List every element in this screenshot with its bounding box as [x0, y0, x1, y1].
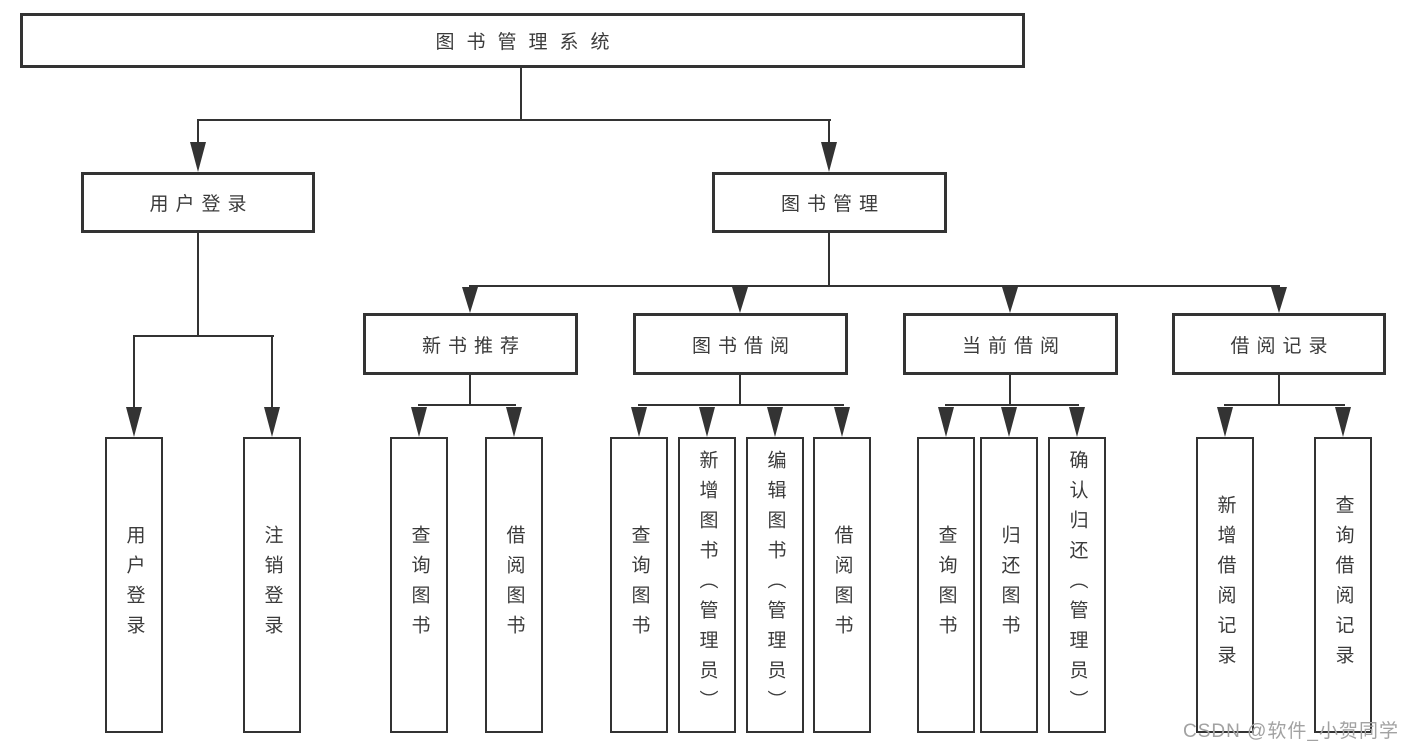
node-label: 查询图书 [935, 525, 957, 645]
node-label: 图书管理系统 [435, 32, 622, 53]
arrowhead-down-icon [938, 407, 954, 437]
connector-current-stem [1009, 375, 1011, 406]
connector-manage-stem [828, 233, 830, 287]
node-borrow-edit-books-admin: 编辑图书（管理员） [746, 437, 804, 733]
arrowhead-down-icon [1002, 287, 1018, 313]
connector-root-stem [520, 68, 522, 121]
node-label: 新增借阅记录 [1214, 495, 1236, 675]
node-user-login-action: 用户登录 [105, 437, 163, 733]
node-label: 注销登录 [261, 525, 283, 645]
node-borrow-add-books-admin: 新增图书（管理员） [678, 437, 736, 733]
connector-borrow-rail [638, 404, 844, 406]
node-user-login: 用户登录 [81, 172, 315, 233]
node-label: 图书借阅 [691, 335, 796, 357]
arrowhead-down-icon [834, 407, 850, 437]
arrowhead-down-icon [699, 407, 715, 437]
connector-level1-rail [197, 119, 831, 121]
node-current-query-books: 查询图书 [917, 437, 975, 733]
csdn-watermark: CSDN @软件_小贺同学 [1183, 721, 1399, 742]
connector-login-rail [133, 335, 274, 337]
node-label: 借阅图书 [831, 525, 853, 645]
arrowhead-down-icon [126, 407, 142, 437]
arrowhead-down-icon [821, 142, 837, 172]
connector-borrow-stem [739, 375, 741, 406]
node-label: 编辑图书（管理员） [764, 450, 786, 720]
node-label: 确认归还（管理员） [1066, 450, 1088, 720]
arrowhead-down-icon [190, 142, 206, 172]
arrowhead-down-icon [1217, 407, 1233, 437]
node-library-management-system: 图书管理系统 [20, 13, 1025, 68]
arrowhead-down-icon [506, 407, 522, 437]
connector-level1-drop-left [197, 119, 199, 144]
node-current-return-books: 归还图书 [980, 437, 1038, 733]
arrowhead-down-icon [462, 287, 478, 313]
connector-records-stem [1278, 375, 1280, 406]
node-records-add-record: 新增借阅记录 [1196, 437, 1254, 733]
node-new-book-recommend: 新书推荐 [363, 313, 578, 375]
connector-login-drop-left [133, 335, 135, 409]
arrowhead-down-icon [1069, 407, 1085, 437]
node-recommend-query-books: 查询图书 [390, 437, 448, 733]
connector-current-rail [945, 404, 1079, 406]
node-borrow-query-books: 查询图书 [610, 437, 668, 733]
node-recommend-borrow-books: 借阅图书 [485, 437, 543, 733]
node-label: 查询图书 [628, 525, 650, 645]
node-label: 当前借阅 [961, 335, 1066, 357]
node-label: 查询图书 [408, 525, 430, 645]
node-label: 新增图书（管理员） [696, 450, 718, 720]
node-book-borrow: 图书借阅 [633, 313, 848, 375]
node-book-management: 图书管理 [712, 172, 947, 233]
node-current-confirm-return-admin: 确认归还（管理员） [1048, 437, 1106, 733]
arrowhead-down-icon [732, 287, 748, 313]
arrowhead-down-icon [631, 407, 647, 437]
connector-level1-drop-right [828, 119, 830, 144]
arrowhead-down-icon [411, 407, 427, 437]
arrowhead-down-icon [264, 407, 280, 437]
connector-recommend-stem [469, 375, 471, 406]
arrowhead-down-icon [1335, 407, 1351, 437]
node-label: 用户登录 [123, 525, 145, 645]
node-logout-action: 注销登录 [243, 437, 301, 733]
arrowhead-down-icon [1271, 287, 1287, 313]
arrowhead-down-icon [767, 407, 783, 437]
connector-recommend-rail [418, 404, 516, 406]
connector-login-stem [197, 233, 199, 337]
connector-login-drop-right [271, 335, 273, 409]
connector-records-rail [1224, 404, 1345, 406]
arrowhead-down-icon [1001, 407, 1017, 437]
node-records-query-record: 查询借阅记录 [1314, 437, 1372, 733]
node-label: 用户登录 [149, 194, 254, 215]
node-borrow-borrow-books: 借阅图书 [813, 437, 871, 733]
node-label: 归还图书 [998, 525, 1020, 645]
node-current-borrow: 当前借阅 [903, 313, 1118, 375]
node-borrow-records: 借阅记录 [1172, 313, 1386, 375]
node-label: 查询借阅记录 [1332, 495, 1354, 675]
node-label: 新书推荐 [421, 335, 526, 357]
node-label: 借阅图书 [503, 525, 525, 645]
node-label: 图书管理 [780, 194, 885, 215]
connector-level2-rail [469, 285, 1280, 287]
node-label: 借阅记录 [1230, 335, 1335, 357]
